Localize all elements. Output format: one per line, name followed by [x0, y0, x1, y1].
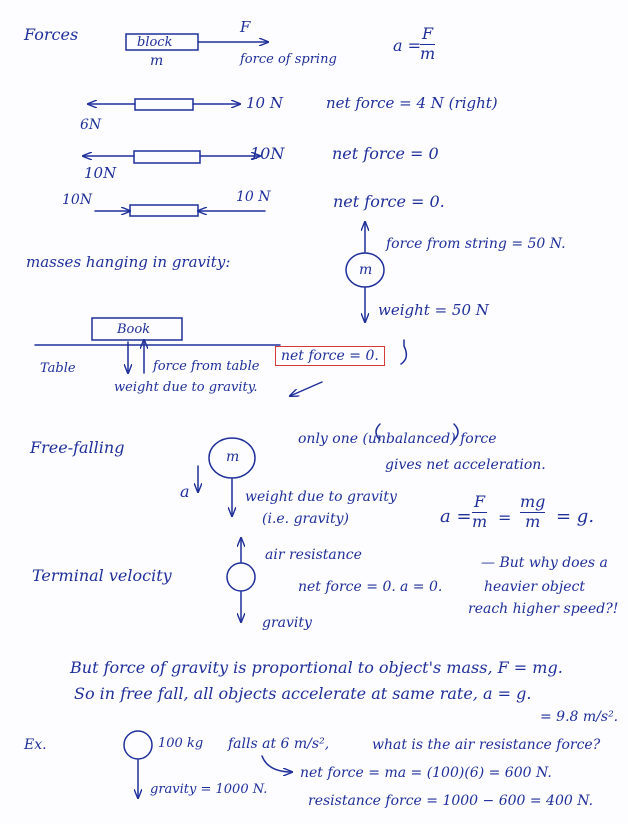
ie-gravity-label: (i.e. gravity) [262, 511, 349, 527]
book-weight-label: weight due to gravity. [114, 380, 258, 395]
spring-force-label: force of spring [240, 52, 337, 67]
unbalanced-note-line1: only one (unbalanced) force [298, 431, 497, 447]
table-force-label: force from table [153, 359, 260, 374]
question-line3: reach higher speed?! [468, 601, 619, 617]
book-label: Book [117, 322, 151, 337]
paren-left [375, 423, 381, 441]
ex3-left-label: 10N [62, 192, 93, 208]
fraction-bar [472, 511, 488, 513]
fraction-1-denominator: m [472, 511, 488, 531]
weight-label: weight = 50 N [378, 301, 489, 319]
net-curl [400, 339, 408, 365]
falling-mass-label: m [226, 449, 240, 465]
ex-falls-label: falls at 6 m/s², [228, 736, 330, 752]
ex1-box [134, 98, 194, 111]
falling-mass-shape [208, 437, 256, 479]
ex3-result: net force = 0. [333, 192, 445, 211]
unbalanced-note-line2: gives net acceleration. [385, 457, 546, 473]
ex-label: Ex. [24, 737, 47, 753]
ex1-result: net force = 4 N (right) [326, 94, 498, 112]
free-fall-eq-end: = g. [556, 506, 595, 527]
block-label: block [137, 35, 173, 50]
book-shape [91, 317, 183, 341]
ex-resist-line: resistance force = 1000 − 600 = 400 N. [308, 793, 594, 809]
terminal-mass-shape [226, 562, 256, 592]
ex-hook-arrow [261, 755, 292, 772]
terminal-net-label: net force = 0. [298, 579, 396, 595]
free-fall-eq-lhs: a = [440, 506, 472, 527]
force-f-label: F [240, 18, 251, 36]
hanging-mass-shape [345, 252, 385, 288]
paren-right [453, 423, 459, 441]
string-force-label: force from string = 50 N. [386, 236, 566, 252]
question-line1: — But why does a [481, 555, 608, 571]
question-line2: heavier object [484, 579, 585, 595]
falling-weight-label: weight due to gravity [245, 489, 397, 505]
terminal-gravity-label: gravity [262, 615, 312, 631]
ex1-left-label: 6N [80, 117, 102, 133]
ex-net-line: net force = ma = (100)(6) = 600 N. [300, 765, 552, 781]
ex3-box [129, 204, 199, 217]
free-fall-eq-mid: = [498, 508, 512, 527]
net-pointer-arrow [290, 381, 323, 396]
newton-denominator: m [420, 43, 436, 63]
block-mass-label: m [150, 53, 164, 69]
terminal-a-label: a = 0. [400, 579, 443, 595]
net-force-box: net force = 0. [275, 346, 385, 366]
ex2-box [133, 150, 201, 164]
fraction-2-numerator: mg [520, 492, 546, 511]
ex-question: what is the air resistance force? [372, 737, 601, 753]
ex1-right-label: 10 N [246, 94, 283, 112]
ex-gravity-label: gravity = 1000 N. [150, 782, 268, 797]
free-fall-fraction-1: F m [472, 492, 488, 531]
ex2-right-label: 10N [250, 144, 285, 163]
air-resistance-label: air resistance [265, 547, 362, 563]
table-label: Table [40, 361, 76, 376]
explanation-line2: So in free fall, all objects accelerate … [74, 684, 532, 703]
explanation-line3: = 9.8 m/s². [540, 709, 619, 725]
newton-fraction: F m [420, 24, 436, 63]
ex2-result: net force = 0 [332, 144, 439, 163]
fraction-2-denominator: m [525, 511, 541, 531]
ex-mass-label: 100 kg [158, 736, 204, 751]
fraction-1-numerator: F [474, 492, 486, 511]
explanation-line1: But force of gravity is proportional to … [70, 658, 563, 677]
free-fall-title: Free-falling [30, 438, 125, 457]
free-fall-fraction-2: mg m [520, 492, 546, 531]
accel-label: a [180, 482, 190, 501]
ex2-left-label: 10N [84, 164, 117, 182]
fraction-bar [520, 511, 546, 513]
forces-title: Forces [24, 25, 79, 44]
newton-lhs: a = [393, 36, 422, 55]
hanging-title: masses hanging in gravity: [26, 253, 231, 271]
newton-numerator: F [422, 24, 434, 43]
hanging-mass-label: m [359, 262, 373, 278]
ex-mass-shape [123, 730, 153, 760]
terminal-title: Terminal velocity [32, 566, 172, 585]
fraction-bar [420, 43, 436, 45]
ex3-right-label: 10 N [236, 189, 271, 205]
